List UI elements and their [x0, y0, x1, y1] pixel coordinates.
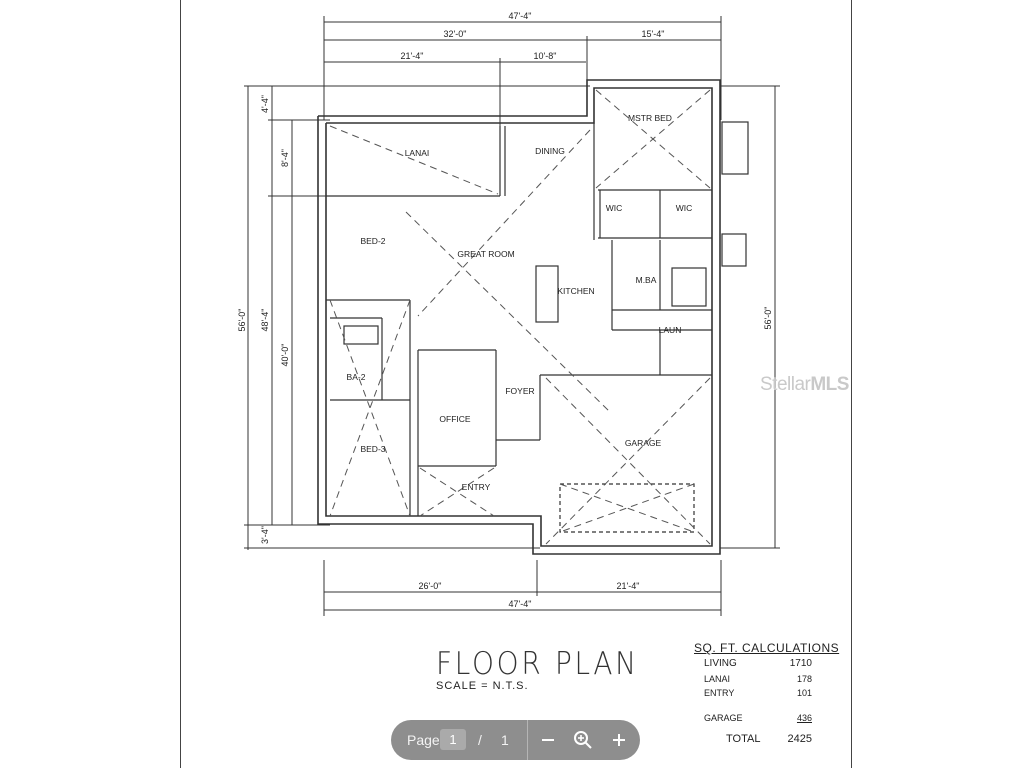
pdf-viewer-toolbar: Page 1 / 1 — [391, 720, 640, 760]
dim-top-15: 15'-4" — [642, 29, 665, 39]
dim-bottom-26: 26'-0" — [419, 581, 442, 591]
calc-value-living: 1710 — [789, 658, 812, 669]
room-label-wic-right: WIC — [676, 203, 693, 213]
dim-top-32: 32'-0" — [444, 29, 467, 39]
calc-value-entry: 101 — [796, 688, 812, 698]
watermark-brand: Stellar — [760, 374, 811, 395]
scale-note: SCALE = N.T.S. — [436, 680, 529, 692]
page-separator: / — [478, 732, 482, 748]
floor-plan-title: FLOOR PLAN — [436, 646, 639, 682]
dim-bottom-overall: 47'-4" — [509, 599, 532, 609]
stellar-mls-watermark: StellarMLS — [760, 374, 849, 396]
dim-top-10: 10'-8" — [534, 51, 557, 61]
room-label-entry: ENTRY — [462, 482, 491, 492]
page-label: Page — [407, 732, 440, 748]
calc-value-garage: 436 — [796, 713, 812, 723]
calc-label-total: TOTAL — [726, 733, 761, 745]
room-label-wic-left: WIC — [606, 203, 623, 213]
room-label-office: OFFICE — [439, 414, 470, 424]
calc-label-living: LIVING — [704, 658, 737, 669]
room-label-great-room: GREAT ROOM — [457, 249, 514, 259]
dim-top-21: 21'-4" — [401, 51, 424, 61]
sheet-border-left — [180, 0, 181, 768]
sqft-calculations-heading: SQ. FT. CALCULATIONS — [694, 641, 840, 655]
calc-label-garage: GARAGE — [704, 713, 743, 723]
minus-icon — [542, 739, 554, 741]
dim-right-56: 56'-0" — [763, 307, 773, 330]
dim-left-48: 48'-4" — [260, 309, 270, 332]
room-label-laun: LAUN — [659, 325, 682, 335]
dim-left-8: 8'-4" — [280, 149, 290, 167]
room-label-kitchen: KITCHEN — [557, 286, 594, 296]
zoom-in-button[interactable] — [607, 728, 631, 752]
dim-left-4: 4'-4" — [260, 95, 270, 113]
room-label-dining: DINING — [535, 146, 565, 156]
plus-icon — [613, 734, 625, 746]
room-label-bed-3: BED-3 — [360, 444, 385, 454]
page-total: 1 — [501, 732, 509, 748]
page-number-input[interactable]: 1 — [440, 729, 466, 750]
zoom-button[interactable] — [571, 728, 595, 752]
dim-bottom-21: 21'-4" — [617, 581, 640, 591]
zoom-out-button[interactable] — [536, 728, 560, 752]
dim-left-56: 56'-0" — [237, 309, 247, 332]
room-label-garage: GARAGE — [625, 438, 662, 448]
dim-left-3: 3'-4" — [260, 526, 270, 544]
room-label-mba: M.BA — [636, 275, 657, 285]
room-label-mstr-bed: MSTR BED — [628, 113, 672, 123]
dim-left-40: 40'-0" — [280, 344, 290, 367]
room-label-lanai: LANAI — [405, 148, 430, 158]
room-label-ba-2: BA-2 — [347, 372, 366, 382]
calc-label-entry: ENTRY — [704, 688, 735, 698]
sheet-border-right — [851, 0, 852, 768]
toolbar-divider — [527, 720, 528, 760]
watermark-suffix: MLS — [810, 374, 849, 395]
room-label-foyer: FOYER — [505, 386, 534, 396]
calc-value-lanai: 178 — [796, 674, 812, 684]
dim-top-overall: 47'-4" — [509, 11, 532, 21]
calc-label-lanai: LANAI — [704, 674, 731, 684]
calc-value-total: 2425 — [787, 733, 812, 745]
magnifier-icon — [574, 731, 592, 749]
room-label-bed-2: BED-2 — [360, 236, 385, 246]
